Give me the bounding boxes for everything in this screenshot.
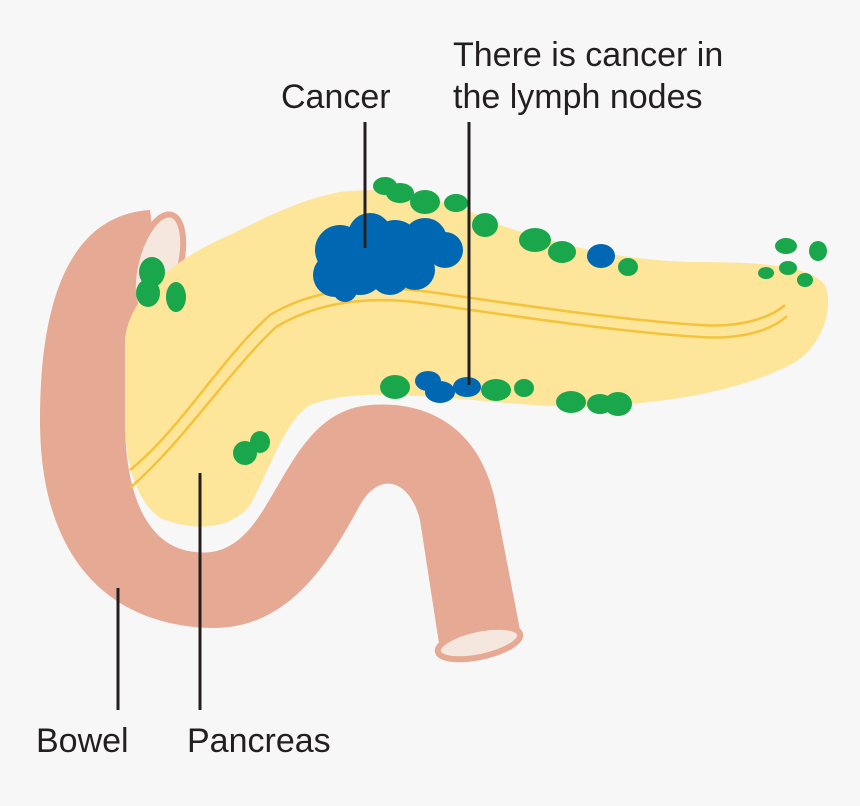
- lymph-nodes-label-line1: There is cancer in: [453, 36, 723, 74]
- bowel-label: Bowel: [36, 722, 129, 760]
- cancer-label: Cancer: [281, 78, 391, 116]
- lymph-nodes-label-line2: the lymph nodes: [453, 78, 703, 116]
- pancreas-label: Pancreas: [187, 722, 331, 760]
